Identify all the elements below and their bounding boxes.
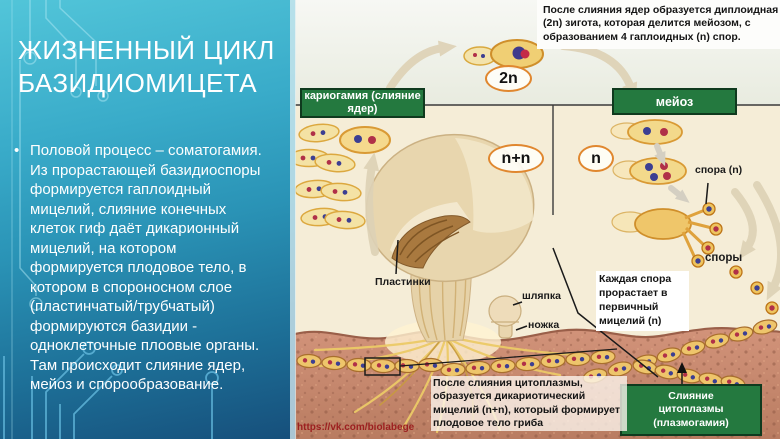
plasmogamy-note: После слияния цитоплазмы, образуется дик… (431, 376, 627, 432)
bullet-item: • Половой процесс – соматогамия. Из прор… (14, 141, 266, 395)
meiosis-cells (610, 119, 687, 185)
slide-title: ЖИЗНЕННЫЙ ЦИКЛ БАЗИДИОМИЦЕТА (18, 35, 275, 99)
source-url-link[interactable]: https://vk.com/biolabege (297, 422, 415, 433)
meiosis-box: мейоз (612, 88, 737, 115)
pointer-lines (364, 182, 709, 384)
panel-divider (290, 0, 296, 439)
step-arrows (654, 143, 690, 203)
zygote-cell (463, 39, 544, 69)
bullet-text: Половой процесс – соматогамия. Из прорас… (30, 142, 262, 393)
basidium (611, 202, 723, 268)
spores-label: споры (705, 252, 743, 264)
diagram-illustration (295, 0, 780, 439)
left-text-panel: ЖИЗНЕННЫЙ ЦИКЛ БАЗИДИОМИЦЕТА • Половой п… (0, 0, 295, 439)
dikaryon-cell (339, 126, 391, 154)
ploidy-2n-badge: 2n (485, 65, 532, 92)
plasmogamy-box: Слияние цитоплазмы (плазмогамия) (620, 384, 762, 436)
circuit-decoration-icon (3, 0, 219, 439)
plasmogamy-label: Слияние цитоплазмы (плазмогамия) (653, 390, 729, 429)
young-mushroom (488, 295, 522, 339)
ploidy-nn-badge: n+n (488, 144, 544, 173)
germination-note: Каждая спора прорастает в первичный мице… (596, 271, 689, 332)
bullet-icon: • (14, 142, 20, 159)
ploidy-n-badge: n (578, 145, 614, 172)
spore-n-label: спора (n) (695, 164, 743, 176)
zygote-note: После слияния ядер образуется диплоидная… (537, 0, 780, 49)
karyogamy-box: кариогамия (слияние ядер) (300, 88, 425, 118)
cap-label: шляпка (522, 290, 561, 302)
lifecycle-diagram: После слияния ядер образуется диплоидная… (295, 0, 780, 439)
stalk-label: ножка (528, 319, 560, 331)
gills-label: Пластинки (375, 276, 431, 288)
mushroom (365, 133, 535, 343)
